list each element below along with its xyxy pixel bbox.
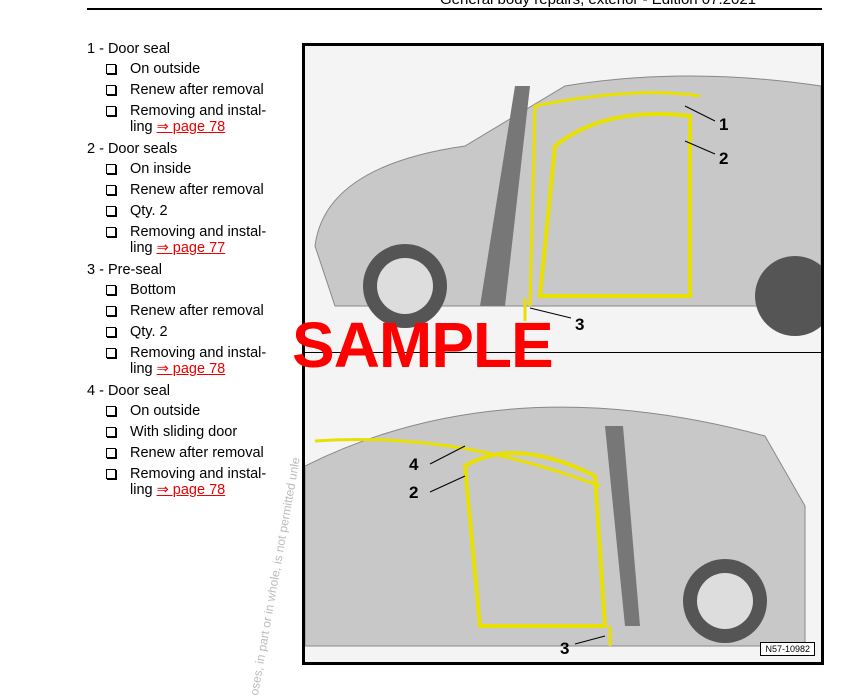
list-item: Renew after removal [87,303,287,319]
item-text: Removing and instal-ling [130,224,267,256]
list-item: On outside [87,61,287,77]
checkbox-bullet-icon [106,85,116,95]
page-link[interactable]: ⇒ page 77 [156,240,226,256]
section-title: 3 - Pre-seal [87,262,162,278]
section-title: 4 - Door seal [87,383,171,399]
checkbox-bullet-icon [106,427,116,437]
item-text: Removing and instal-ling [130,466,267,498]
checkbox-bullet-icon [106,285,116,295]
checkbox-bullet-icon [106,64,116,74]
list-item: Removing and instal-ling ⇒ page 78 [87,103,287,135]
item-text: Removing and instal-ling [130,103,267,135]
list-item: Qty. 2 [87,324,287,340]
checkbox-bullet-icon [106,227,116,237]
list-item: On inside [87,161,287,177]
item-text: Qty. 2 [130,203,168,219]
item-text: On outside [130,61,201,77]
sample-overlay: SAMPLE [292,309,554,381]
callout-3b: 3 [560,639,569,658]
section-title: 1 - Door seal [87,41,171,57]
page-link[interactable]: ⇒ page 78 [156,482,226,498]
callout-3: 3 [575,315,584,334]
list-item: Removing and instal-ling ⇒ page 78 [87,345,287,377]
list-item: Renew after removal [87,82,287,98]
item-text: Bottom [130,282,176,298]
page-link[interactable]: ⇒ page 78 [156,361,226,377]
checkbox-bullet-icon [106,406,116,416]
callout-4: 4 [409,455,419,474]
item-text: On inside [130,161,192,177]
item-text: Renew after removal [130,82,264,98]
item-text: Removing and instal-ling [130,345,267,377]
list-item: Qty. 2 [87,203,287,219]
car-door-seal-diagram: 1 2 3 4 2 3 [304,75,835,658]
list-item: Bottom [87,282,287,298]
checkbox-bullet-icon [106,164,116,174]
list-item: With sliding door [87,424,287,440]
header-rule [87,8,822,10]
checkbox-bullet-icon [106,306,116,316]
list-item: Removing and instal-ling ⇒ page 78 [87,466,287,498]
list-item: Renew after removal [87,445,287,461]
item-text: With sliding door [130,424,238,440]
item-text: Renew after removal [130,303,264,319]
checkbox-bullet-icon [106,348,116,358]
checkbox-bullet-icon [106,327,116,337]
checkbox-bullet-icon [106,469,116,479]
section-title: 2 - Door seals [87,141,178,157]
page-link[interactable]: ⇒ page 78 [156,119,226,135]
list-item: Renew after removal [87,182,287,198]
figure-number: N57-10982 [760,642,815,656]
illustration: 1 2 3 4 2 3 N57-10982 [302,43,835,665]
callout-2: 2 [719,149,728,168]
header-title: General body repairs, exterior - Edition… [440,0,756,8]
list-item: On outside [87,403,287,419]
checkbox-bullet-icon [106,106,116,116]
callout-2b: 2 [409,483,418,502]
item-text: Qty. 2 [130,324,168,340]
checkbox-bullet-icon [106,206,116,216]
callout-1: 1 [719,115,728,134]
item-text: On outside [130,403,201,419]
list-item: Removing and instal-ling ⇒ page 77 [87,224,287,256]
checkbox-bullet-icon [106,448,116,458]
checkbox-bullet-icon [106,185,116,195]
item-text: Renew after removal [130,182,264,198]
item-text: Renew after removal [130,445,264,461]
